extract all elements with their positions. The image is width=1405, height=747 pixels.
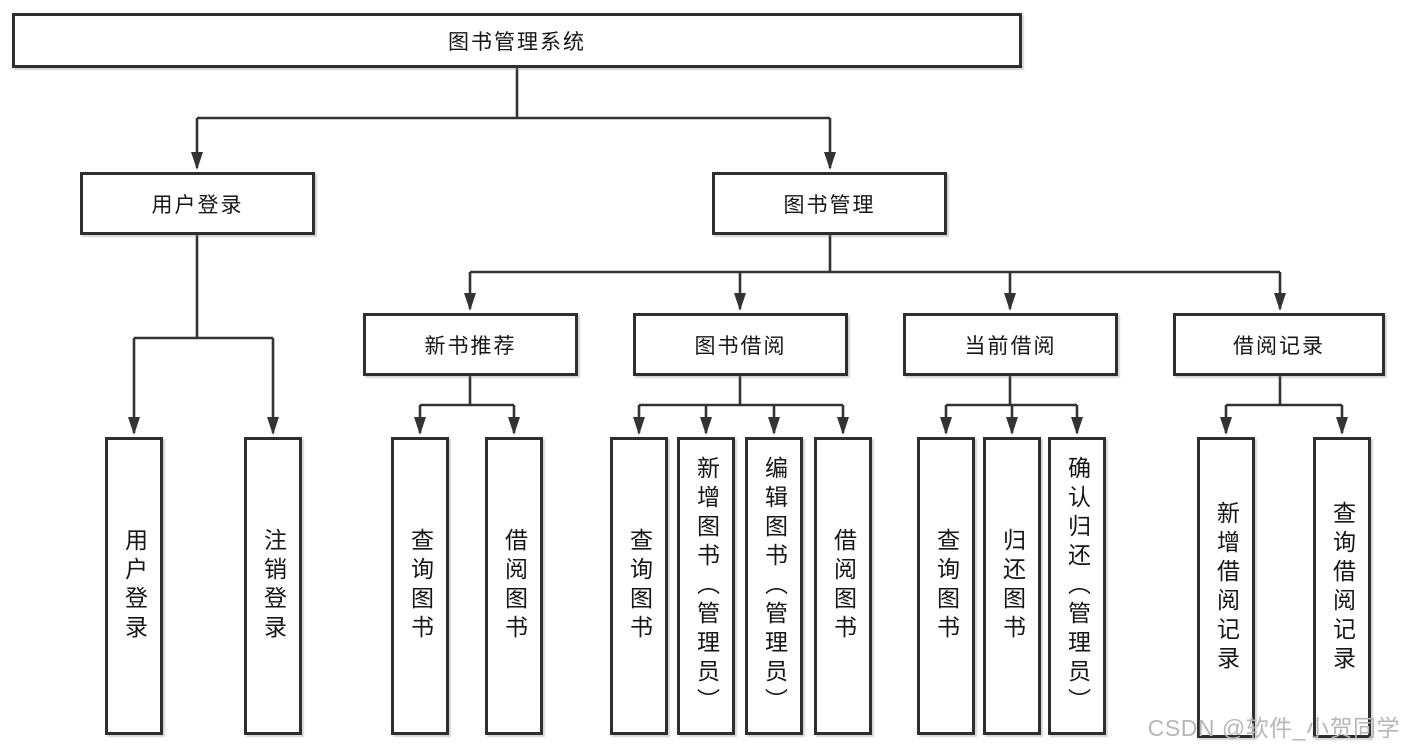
leaf-cb-query-books-label: 查询图书 <box>933 528 960 644</box>
leaf-nb-query-books: 查询图书 <box>391 437 449 735</box>
node-user-login-label: 用户登录 <box>151 193 244 217</box>
leaf-cb-return-books-label: 归还图书 <box>999 528 1026 644</box>
node-current-borrow-label: 当前借阅 <box>964 334 1057 358</box>
leaf-nb-borrow-books: 借阅图书 <box>485 437 543 735</box>
leaf-bb-borrow-books-label: 借阅图书 <box>830 528 857 644</box>
connector-current-borrow <box>946 376 1077 407</box>
node-new-book-recommend-label: 新书推荐 <box>424 334 517 358</box>
connector-book-management <box>470 235 1280 274</box>
leaf-br-query-record: 查询借阅记录 <box>1313 437 1371 738</box>
leaf-bb-edit-books-admin-label: 编辑图书（管理员） <box>761 455 788 717</box>
leaf-bb-borrow-books: 借阅图书 <box>814 437 872 735</box>
leaf-cb-query-books: 查询图书 <box>917 437 975 735</box>
node-user-login: 用户登录 <box>80 172 315 235</box>
leaf-bb-add-books-admin-label: 新增图书（管理员） <box>693 455 720 717</box>
leaf-bb-query-books: 查询图书 <box>610 437 668 735</box>
leaf-cb-confirm-return-admin: 确认归还（管理员） <box>1048 437 1106 735</box>
node-book-borrow-label: 图书借阅 <box>694 334 787 358</box>
connector-book-borrow <box>639 376 843 407</box>
node-root-label: 图书管理系统 <box>448 30 586 54</box>
node-book-management-label: 图书管理 <box>783 193 876 217</box>
leaf-bb-add-books-admin: 新增图书（管理员） <box>677 437 735 735</box>
leaf-br-query-record-label: 查询借阅记录 <box>1329 500 1356 675</box>
leaf-logout: 注销登录 <box>244 437 302 735</box>
node-borrow-records: 借阅记录 <box>1173 313 1385 376</box>
leaf-cb-confirm-return-admin-label: 确认归还（管理员） <box>1064 455 1091 717</box>
leaf-cb-return-books: 归还图书 <box>983 437 1041 735</box>
node-current-borrow: 当前借阅 <box>903 313 1118 376</box>
node-book-borrow: 图书借阅 <box>633 313 848 376</box>
leaf-nb-query-books-label: 查询图书 <box>407 528 434 644</box>
leaf-bb-query-books-label: 查询图书 <box>626 528 653 644</box>
node-root: 图书管理系统 <box>12 13 1022 68</box>
node-new-book-recommend: 新书推荐 <box>363 313 578 376</box>
leaf-br-add-record-label: 新增借阅记录 <box>1213 500 1240 675</box>
node-book-management: 图书管理 <box>712 172 947 235</box>
connector-root <box>197 68 830 120</box>
node-borrow-records-label: 借阅记录 <box>1233 334 1325 358</box>
leaf-user-login-label: 用户登录 <box>121 528 148 644</box>
leaf-logout-label: 注销登录 <box>260 528 287 644</box>
connector-user-login <box>134 235 273 340</box>
leaf-br-add-record: 新增借阅记录 <box>1197 437 1255 738</box>
leaf-bb-edit-books-admin: 编辑图书（管理员） <box>745 437 803 735</box>
connector-borrow-records <box>1226 376 1342 407</box>
leaf-user-login: 用户登录 <box>105 437 163 735</box>
csdn-watermark: CSDN @软件_小贺同学 <box>1147 715 1400 741</box>
leaf-nb-borrow-books-label: 借阅图书 <box>501 528 528 644</box>
connector-new-books <box>420 376 514 407</box>
